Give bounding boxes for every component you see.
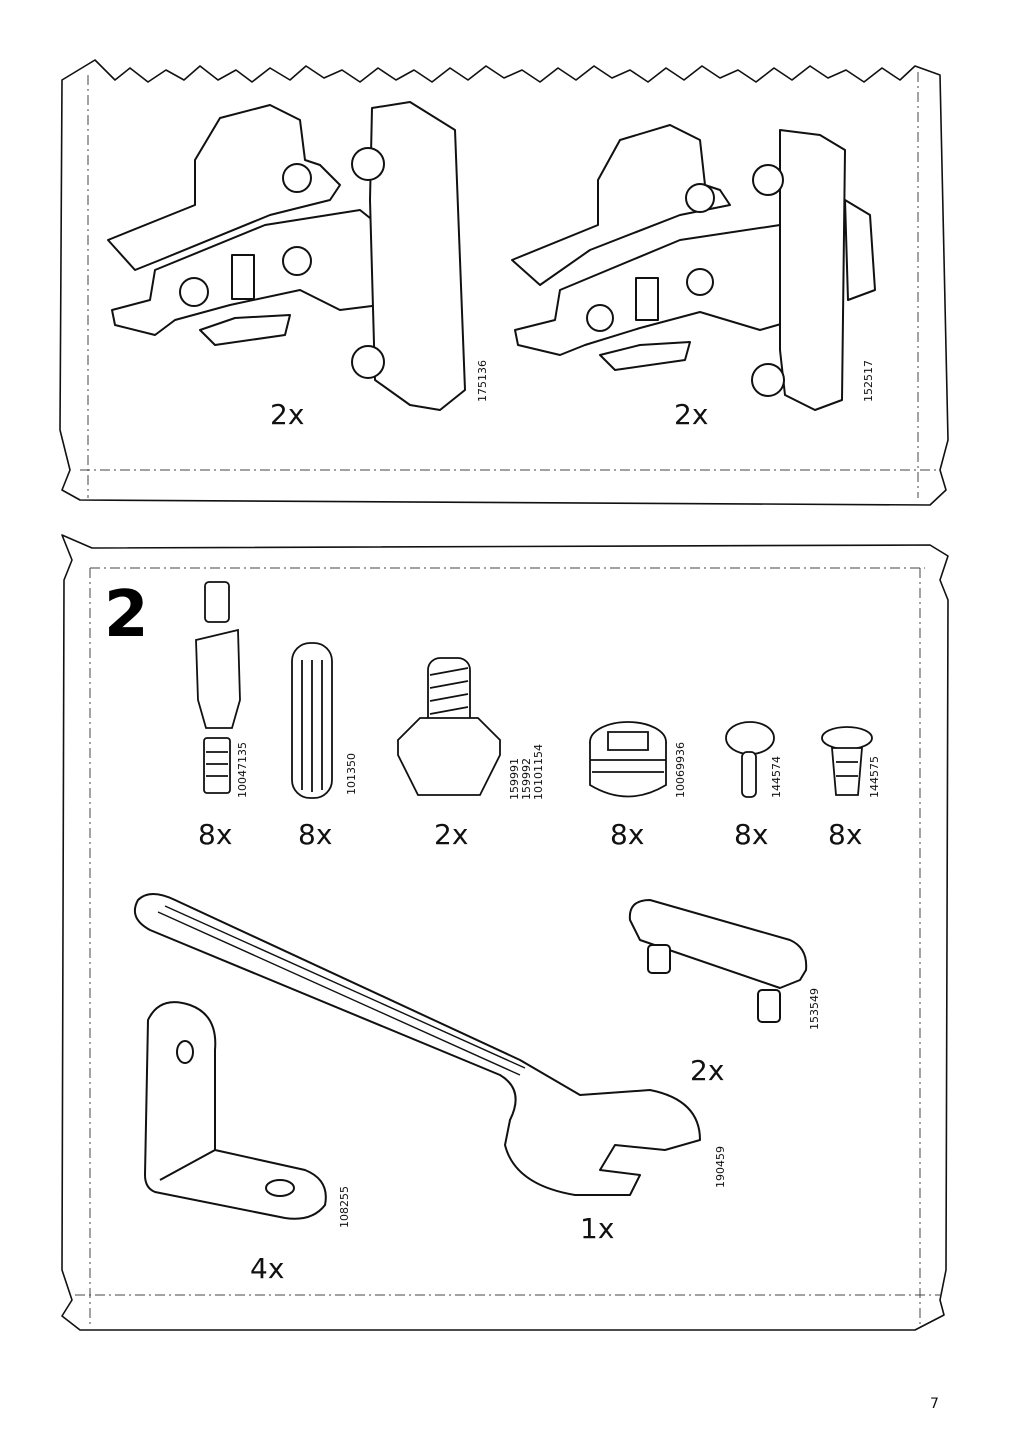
plastic-plug-quantity: 8x — [828, 818, 863, 851]
wood-dowel-article: 101350 — [345, 753, 358, 795]
shelf-pin-quantity: 8x — [734, 818, 769, 851]
rail-bumper-article: 153549 — [808, 988, 821, 1030]
plastic-plug-article: 144575 — [868, 756, 881, 798]
leveling-foot-articles: 159991 159992 10101154 — [508, 744, 545, 800]
step-number: 2 — [104, 578, 149, 652]
leveling-foot-article-3: 10101154 — [532, 744, 545, 800]
wood-dowel-illustration — [291, 642, 333, 799]
shelf-pin-article: 144574 — [770, 756, 783, 798]
hinge-left-illustration — [107, 101, 466, 411]
hinge-left-quantity: 2x — [270, 398, 305, 431]
wrench-article: 190459 — [714, 1146, 727, 1188]
angle-bracket-article: 108255 — [338, 1186, 351, 1228]
angle-bracket-quantity: 4x — [250, 1252, 285, 1285]
hinge-left-article: 175136 — [476, 360, 489, 402]
step-panel-outline — [61, 534, 949, 1331]
wrench-illustration — [134, 893, 701, 1196]
cam-lock-article: 10069936 — [674, 742, 687, 798]
rail-bumper-quantity: 2x — [690, 1054, 725, 1087]
cam-lock-illustration — [589, 721, 667, 798]
angle-bracket-illustration — [144, 1001, 327, 1220]
wood-dowel-quantity: 8x — [298, 818, 333, 851]
cam-bolt-illustration — [195, 581, 241, 794]
cam-lock-quantity: 8x — [610, 818, 645, 851]
rail-bumper-illustration — [628, 899, 808, 1023]
leveling-foot-illustration — [396, 657, 502, 796]
hinge-right-illustration — [511, 124, 876, 411]
cam-bolt-quantity: 8x — [198, 818, 233, 851]
leveling-foot-quantity: 2x — [434, 818, 469, 851]
cam-bolt-article: 10047135 — [236, 742, 249, 798]
top-panel-outline — [59, 59, 949, 506]
hinge-right-article: 152517 — [862, 360, 875, 402]
plastic-plug-illustration — [821, 726, 873, 796]
shelf-pin-illustration — [725, 721, 775, 798]
wrench-quantity: 1x — [580, 1212, 615, 1245]
page-number: 7 — [930, 1396, 939, 1412]
hinge-right-quantity: 2x — [674, 398, 709, 431]
